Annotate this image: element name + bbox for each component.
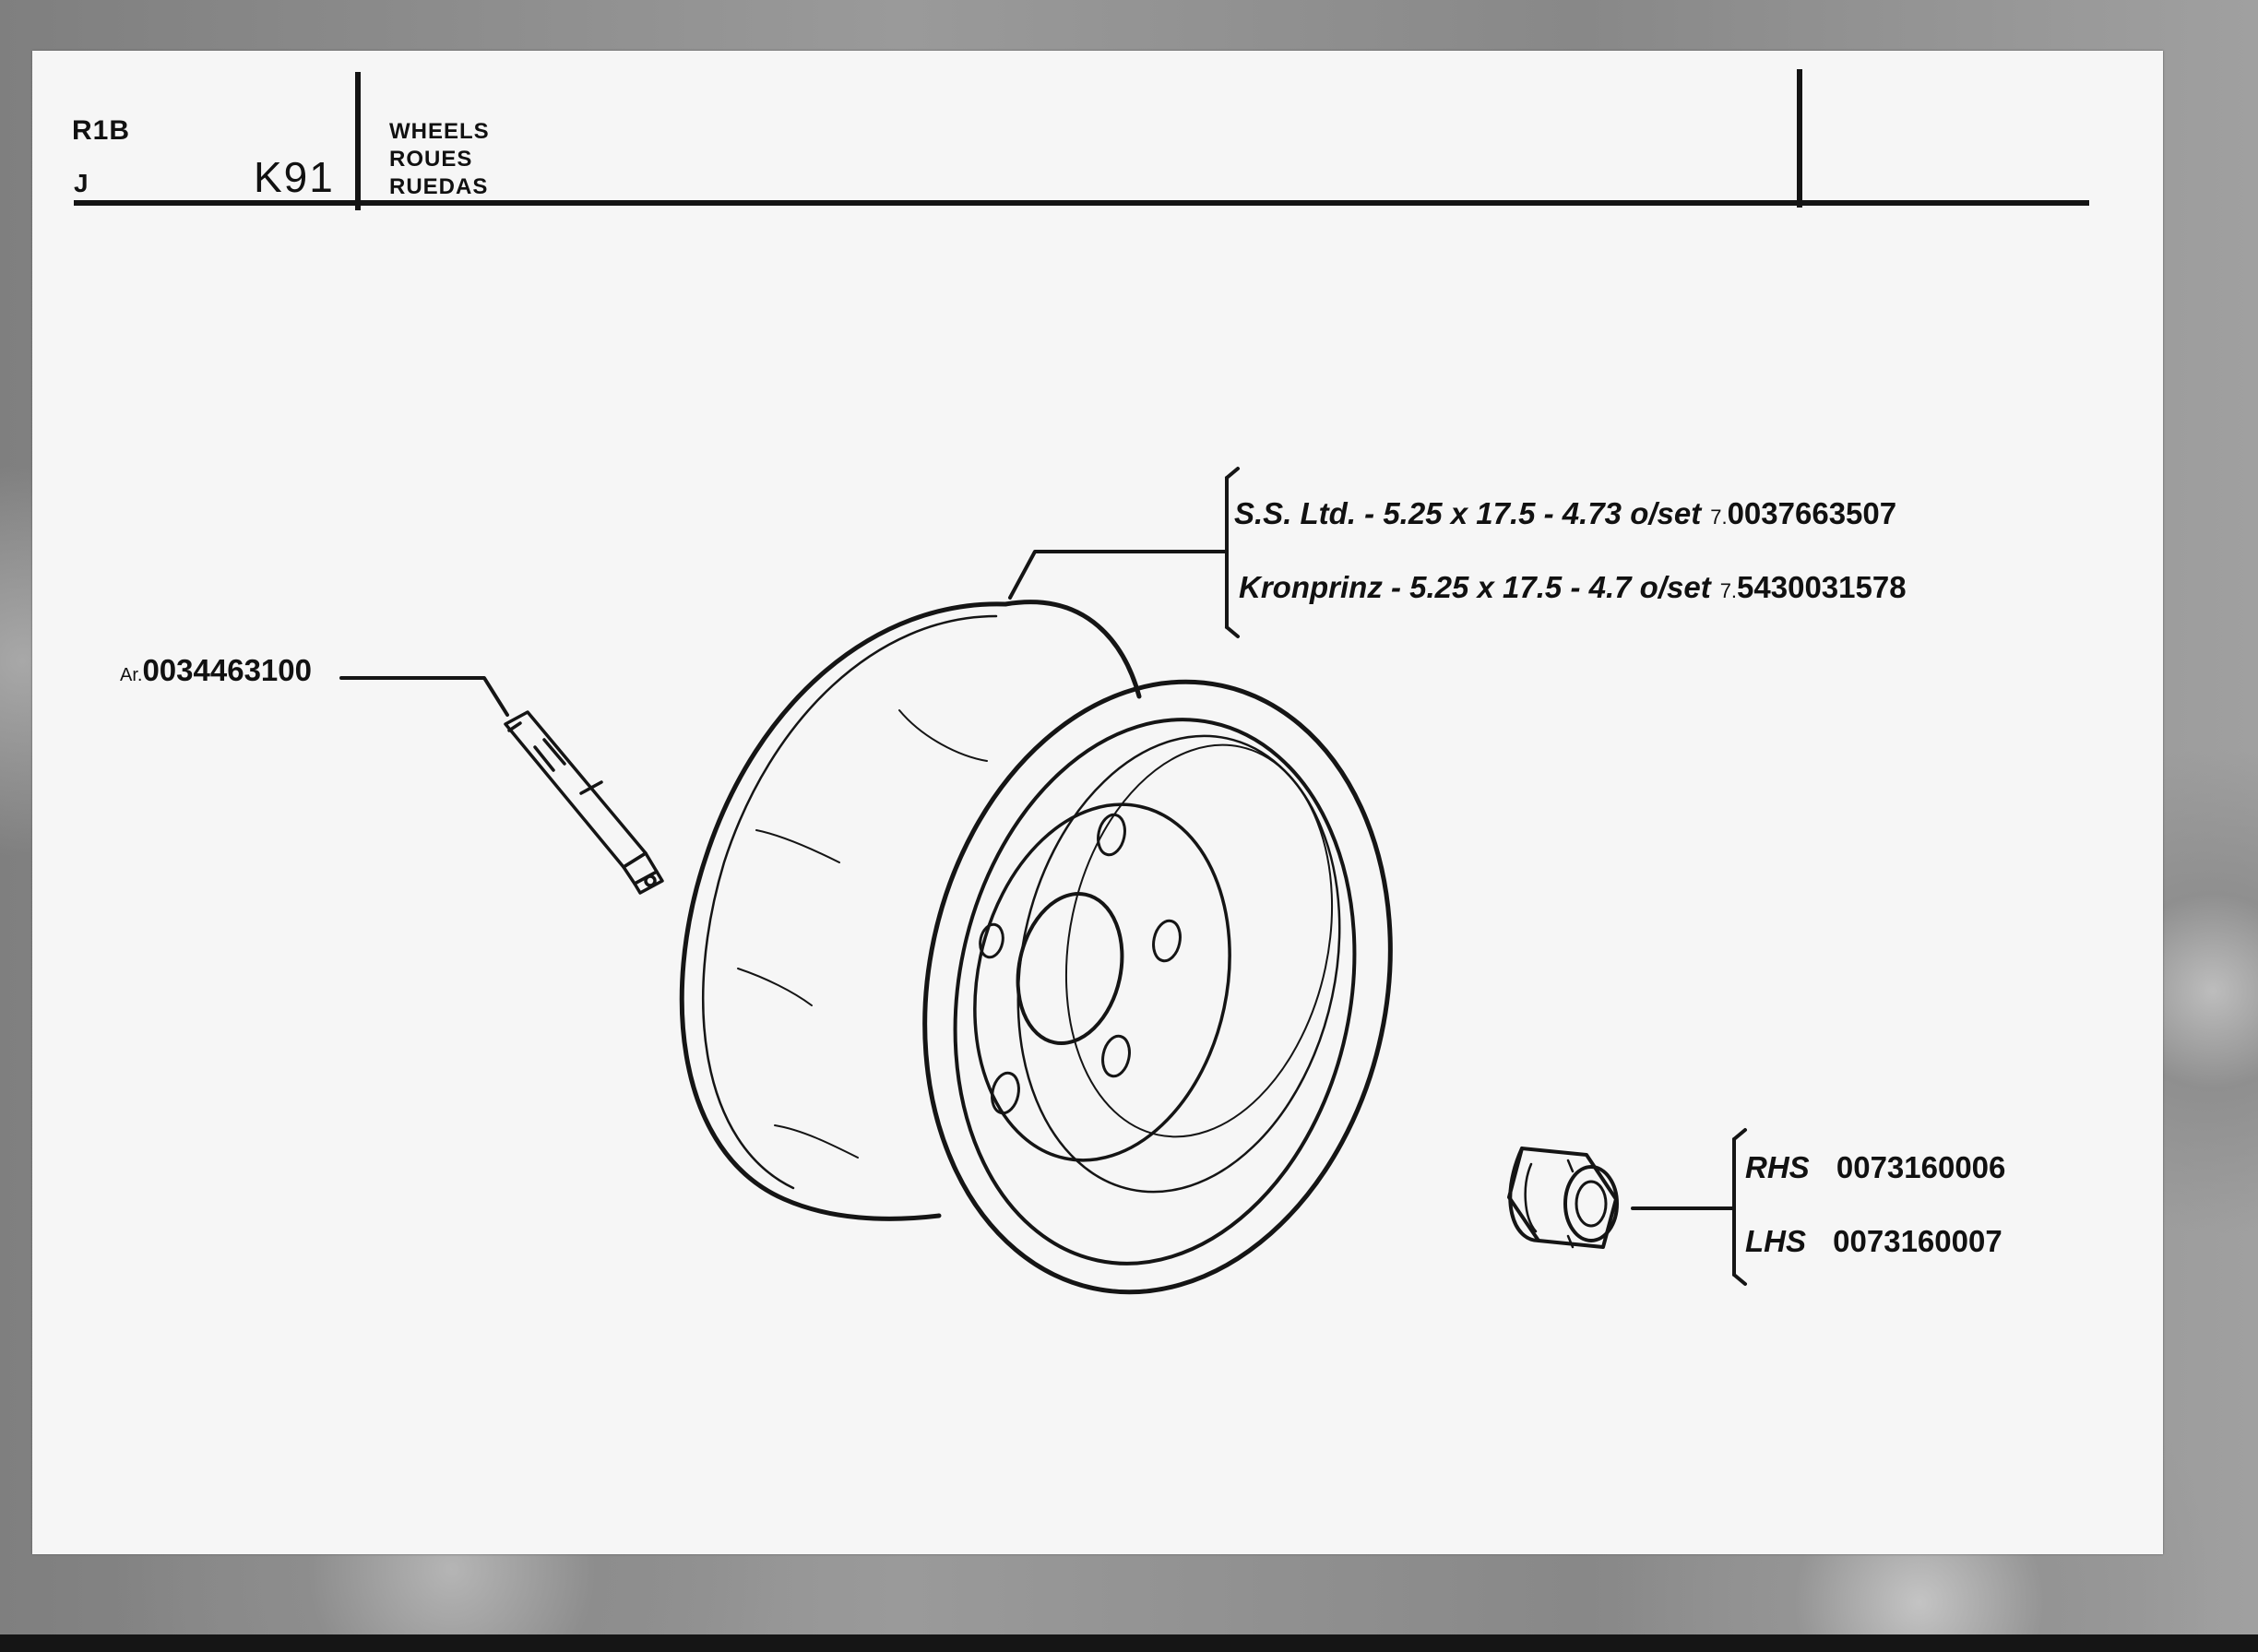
nut-rhs-side: RHS: [1745, 1150, 1810, 1184]
catalog-sheet: [32, 51, 2163, 1554]
valve-callout: Ar.0034463100: [120, 653, 312, 688]
section-titles: WHEELS ROUES RUEDAS: [389, 118, 490, 201]
title-es: RUEDAS: [389, 174, 489, 199]
nut-variant-lhs: LHS 0073160007: [1745, 1224, 2002, 1259]
wheel-variant-2: Kronprinz - 5.25 x 17.5 - 4.7 o/set 7.543…: [1239, 570, 1907, 605]
scan-bottom-edge: [0, 1634, 2258, 1652]
title-fr: ROUES: [389, 147, 473, 172]
nut-leader-line: [1631, 1128, 1747, 1286]
nut-rhs-part-number: 0073160006: [1836, 1150, 2006, 1184]
header-divider-right: [1797, 69, 1802, 208]
wheel-variant-1-label: S.S. Ltd. - 5.25 x 17.5 - 4.73 o/set: [1234, 496, 1702, 530]
wheel-leader-line: [1008, 467, 1240, 638]
wheel-variant-2-part-number: 5430031578: [1737, 570, 1907, 604]
nut-lhs-part-number: 0073160007: [1833, 1224, 2002, 1258]
sub-code: J: [74, 169, 89, 197]
header-rule: [74, 200, 2089, 206]
valve-stem-icon: [504, 710, 664, 895]
title-en: WHEELS: [389, 119, 490, 144]
valve-leader-line: [339, 676, 509, 717]
valve-part-number: 0034463100: [142, 653, 312, 687]
wheel-rim-icon: [679, 600, 1393, 1295]
header-divider-left: [355, 72, 361, 210]
wheel-nut-icon: [1507, 1147, 1619, 1249]
page-code: K91: [254, 153, 335, 201]
wheel-variant-1-prefix: 7.: [1710, 505, 1728, 529]
nut-lhs-side: LHS: [1745, 1224, 1806, 1258]
wheel-variant-2-prefix: 7.: [1719, 579, 1738, 602]
valve-prefix: Ar.: [120, 665, 143, 685]
wheel-variant-1-part-number: 0037663507: [1727, 496, 1897, 530]
group-code: R1B: [72, 115, 131, 146]
wheel-variant-2-label: Kronprinz - 5.25 x 17.5 - 4.7 o/set: [1239, 570, 1711, 604]
nut-variant-rhs: RHS 0073160006: [1745, 1150, 2005, 1185]
wheel-variant-1: S.S. Ltd. - 5.25 x 17.5 - 4.73 o/set 7.00…: [1234, 496, 1896, 531]
